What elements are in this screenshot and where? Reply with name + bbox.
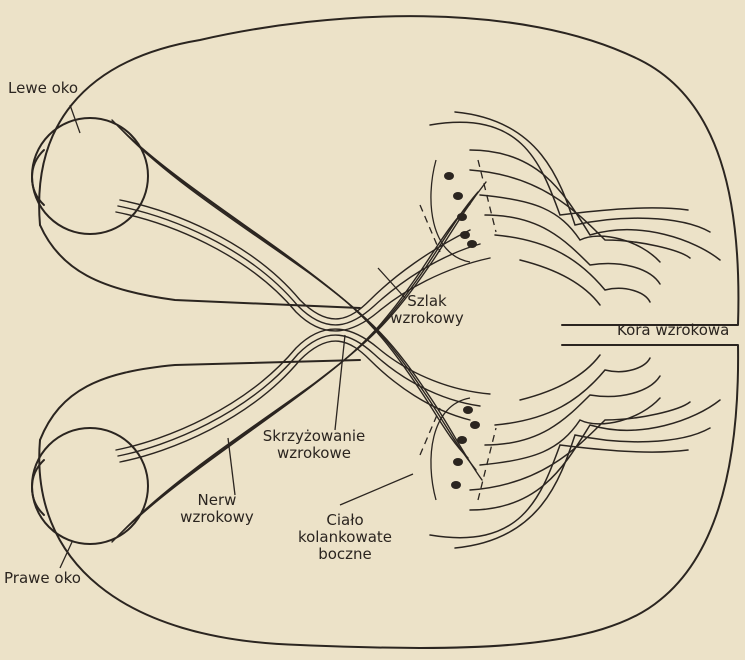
brain-outline-upper <box>39 16 738 325</box>
brain-outline-lower <box>39 345 738 648</box>
label-optic-chiasm-line2: wzrokowe <box>254 445 374 462</box>
upper-optic-radiation <box>430 112 720 305</box>
label-optic-chiasm: Skrzyżowanie wzrokowe <box>254 428 374 462</box>
label-optic-nerve-line2: wzrokowy <box>162 509 272 526</box>
label-lgn-line1: Ciało <box>280 512 410 529</box>
label-optic-tract: Szlak wzrokowy <box>372 293 482 327</box>
label-optic-tract-line1: Szlak <box>372 293 482 310</box>
left-eye-icon <box>32 118 148 234</box>
right-eye-icon <box>32 428 148 544</box>
label-visual-cortex: Kora wzrokowa <box>617 322 729 339</box>
label-optic-nerve-line1: Nerw <box>162 492 272 509</box>
label-lgn-line2: kolankowate <box>280 529 410 546</box>
label-optic-nerve: Nerw wzrokowy <box>162 492 272 526</box>
lower-lgn <box>420 398 496 500</box>
lower-optic-radiation <box>430 355 720 548</box>
label-lgn-line3: boczne <box>280 546 410 563</box>
label-lgn: Ciało kolankowate boczne <box>280 512 410 563</box>
brain-inner-upper-lobe <box>40 225 360 308</box>
label-optic-chiasm-line1: Skrzyżowanie <box>254 428 374 445</box>
leader-optic-nerve <box>228 438 235 495</box>
leader-optic-chiasm <box>335 335 345 430</box>
label-right-eye: Prawe oko <box>4 570 81 587</box>
label-left-eye: Lewe oko <box>8 80 78 97</box>
upper-lgn <box>420 160 496 262</box>
leader-lgn <box>340 474 413 505</box>
label-optic-tract-line2: wzrokowy <box>372 310 482 327</box>
